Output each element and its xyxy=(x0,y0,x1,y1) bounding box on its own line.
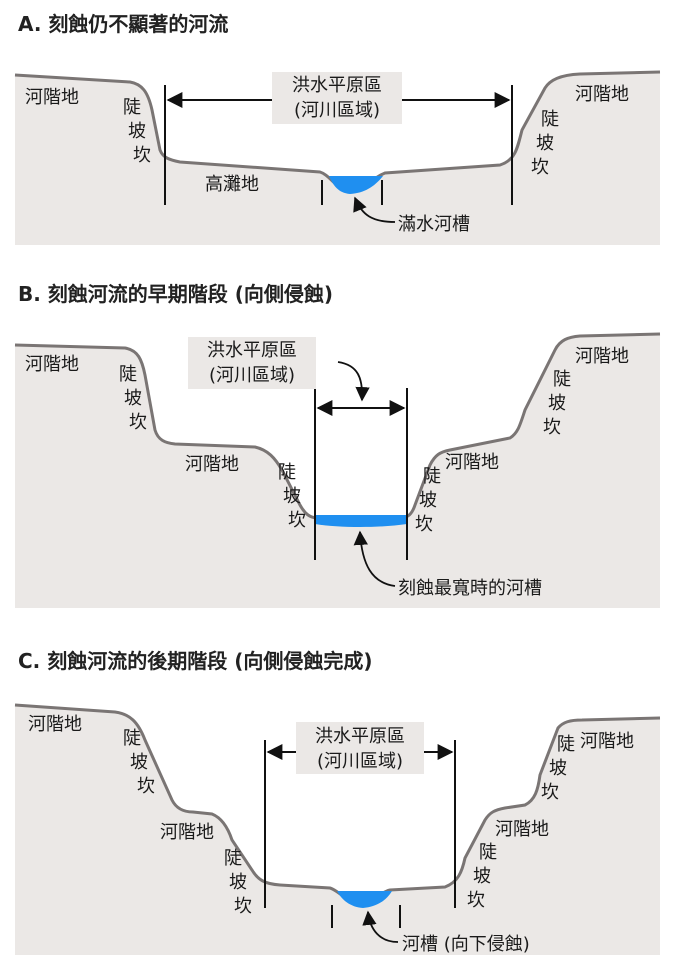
panel-c-water xyxy=(337,891,392,908)
svg-text:坡: 坡 xyxy=(549,758,567,779)
svg-text:坎: 坎 xyxy=(137,776,155,797)
panel-a-channel-leader xyxy=(353,196,396,223)
panel-b-floodplain-label-bg xyxy=(188,337,316,389)
svg-text:坎: 坎 xyxy=(543,417,561,438)
panel-c-terrace-right-lower: 河階地 xyxy=(495,819,549,840)
panel-a-cross-section: 洪水平原區 (河川區域) 河階地 河階地 高灘地 滿水河槽 陡 坡 坎 陡 坡 … xyxy=(14,70,661,245)
panel-a-label-bg xyxy=(272,72,402,124)
panel-a-floodplain-label: 洪水平原區 xyxy=(292,75,382,96)
svg-text:陡: 陡 xyxy=(123,728,141,749)
svg-text:陡: 陡 xyxy=(557,734,575,755)
svg-text:坡: 坡 xyxy=(130,752,148,773)
svg-text:坡: 坡 xyxy=(419,490,437,511)
svg-text:坡: 坡 xyxy=(229,872,247,893)
svg-text:坎: 坎 xyxy=(415,514,433,535)
svg-text:坎: 坎 xyxy=(234,896,252,917)
panel-b-terrace-right-lower: 河階地 xyxy=(445,452,499,473)
panel-c-scarp-right-upper: 陡 坡 坎 xyxy=(541,734,575,803)
panel-a-scarp-right: 陡 坡 坎 xyxy=(531,109,559,178)
panel-a-terrace-left: 河階地 xyxy=(25,87,79,108)
panel-b-title: B. 刻蝕河流的早期階段 (向側侵蝕) xyxy=(18,282,334,306)
panel-b-ground xyxy=(15,334,660,608)
panel-a-channel-label: 滿水河槽 xyxy=(398,214,470,235)
svg-text:陡: 陡 xyxy=(423,466,441,487)
svg-text:坡: 坡 xyxy=(128,121,146,142)
panel-b-scarp-left-upper: 陡 坡 坎 xyxy=(119,364,147,433)
panel-c-floodplain-label: 洪水平原區 xyxy=(315,726,405,747)
svg-text:坡: 坡 xyxy=(548,393,566,414)
panel-b-water xyxy=(314,515,408,527)
svg-text:陡: 陡 xyxy=(224,848,242,869)
panel-c-terrace-left-upper: 河階地 xyxy=(28,714,82,735)
panel-b-scarp-right-lower: 陡 坡 坎 xyxy=(415,466,441,535)
svg-text:陡: 陡 xyxy=(123,97,141,118)
svg-text:坡: 坡 xyxy=(283,486,301,507)
svg-text:坡: 坡 xyxy=(536,133,554,154)
panel-b-floodplain-label: 洪水平原區 xyxy=(207,340,297,361)
svg-text:坎: 坎 xyxy=(129,412,147,433)
panel-b-terrace-right-upper: 河階地 xyxy=(575,346,629,367)
panel-b-cross-section: 洪水平原區 (河川區域) 河階地 河階地 河階地 河階地 刻蝕最寬時的河槽 陡 … xyxy=(14,332,661,608)
panel-c-channel-label: 河槽 (向下侵蝕) xyxy=(402,934,530,955)
panel-a-scarp-left: 陡 坡 坎 xyxy=(123,97,151,166)
panel-a-terrace-right: 河階地 xyxy=(575,84,629,105)
panel-c-scarp-left-lower: 陡 坡 坎 xyxy=(224,848,252,917)
svg-text:陡: 陡 xyxy=(119,364,137,385)
panel-a-river-zone-label: (河川區域) xyxy=(294,100,380,121)
panel-a-ground xyxy=(15,72,660,245)
panel-b-terrace-left-lower: 河階地 xyxy=(185,454,239,475)
svg-text:坎: 坎 xyxy=(133,145,151,166)
panel-c-terrace-right-upper: 河階地 xyxy=(580,731,634,752)
panel-a-water xyxy=(329,176,383,194)
panel-c-channel-leader xyxy=(362,910,399,943)
panel-c-title: C. 刻蝕河流的後期階段 (向側侵蝕完成) xyxy=(18,649,373,673)
panel-b-scarp-right-upper: 陡 坡 坎 xyxy=(543,369,571,438)
panel-b-river-zone-label: (河川區域) xyxy=(209,365,295,386)
panel-b-scarp-left-lower: 陡 坡 坎 xyxy=(278,462,306,531)
svg-text:陡: 陡 xyxy=(541,109,559,130)
panel-c-scarp-right-lower: 陡 坡 坎 xyxy=(467,842,497,911)
panel-c-scarp-left-upper: 陡 坡 坎 xyxy=(123,728,155,797)
panel-a-title: A. 刻蝕仍不顯著的河流 xyxy=(18,12,229,36)
svg-text:陡: 陡 xyxy=(553,369,571,390)
panel-b-floodplain-leader xyxy=(337,361,370,402)
panel-b-channel-label: 刻蝕最寬時的河槽 xyxy=(398,578,542,599)
svg-text:坎: 坎 xyxy=(531,157,549,178)
svg-text:坎: 坎 xyxy=(288,510,306,531)
panel-c-river-zone-label: (河川區域) xyxy=(317,751,403,772)
panel-b-channel-leader xyxy=(353,530,396,587)
svg-text:坎: 坎 xyxy=(467,890,485,911)
svg-text:陡: 陡 xyxy=(479,842,497,863)
svg-text:坡: 坡 xyxy=(124,388,142,409)
svg-text:坎: 坎 xyxy=(541,782,559,803)
panel-c-label-bg xyxy=(296,722,424,774)
svg-text:坡: 坡 xyxy=(473,866,491,887)
panel-b-terrace-left-upper: 河階地 xyxy=(25,354,79,375)
panel-a-high-flat-label: 高灘地 xyxy=(205,174,259,195)
svg-text:陡: 陡 xyxy=(278,462,296,483)
panel-c-terrace-left-lower: 河階地 xyxy=(160,822,214,843)
panel-c-ground xyxy=(15,705,660,955)
